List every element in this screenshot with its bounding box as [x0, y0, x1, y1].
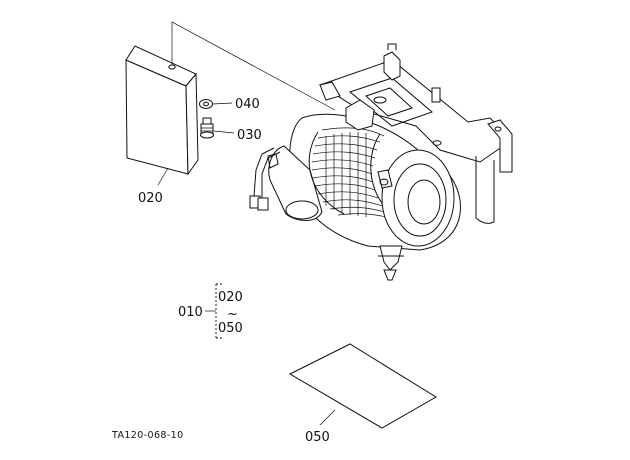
mounting-bracket [318, 43, 513, 224]
washer-part [199, 99, 213, 109]
kit-bracket [205, 283, 222, 339]
leader-030 [213, 130, 235, 134]
filter-ribs [311, 127, 396, 220]
air-cleaner-assembly [249, 99, 461, 281]
range-mark: ~ [227, 307, 238, 322]
leader-020 [157, 167, 169, 186]
hole-alignment-leader [171, 21, 336, 111]
callout-010: 010 [178, 305, 203, 320]
callout-030: 030 [237, 128, 262, 143]
callout-050-sheet: 050 [305, 430, 330, 445]
leader-040 [212, 102, 233, 105]
callout-020-cover: 020 [138, 191, 163, 206]
bolt-part [200, 117, 214, 139]
callout-020-set: 020 [218, 290, 243, 305]
callout-040: 040 [235, 97, 260, 112]
leader-050 [319, 409, 336, 426]
label-sheet-part [288, 343, 437, 429]
drawing-code: TA120-068-10 [111, 430, 184, 441]
callout-050-set: 050 [218, 321, 243, 336]
cover-plate-part [125, 45, 199, 176]
